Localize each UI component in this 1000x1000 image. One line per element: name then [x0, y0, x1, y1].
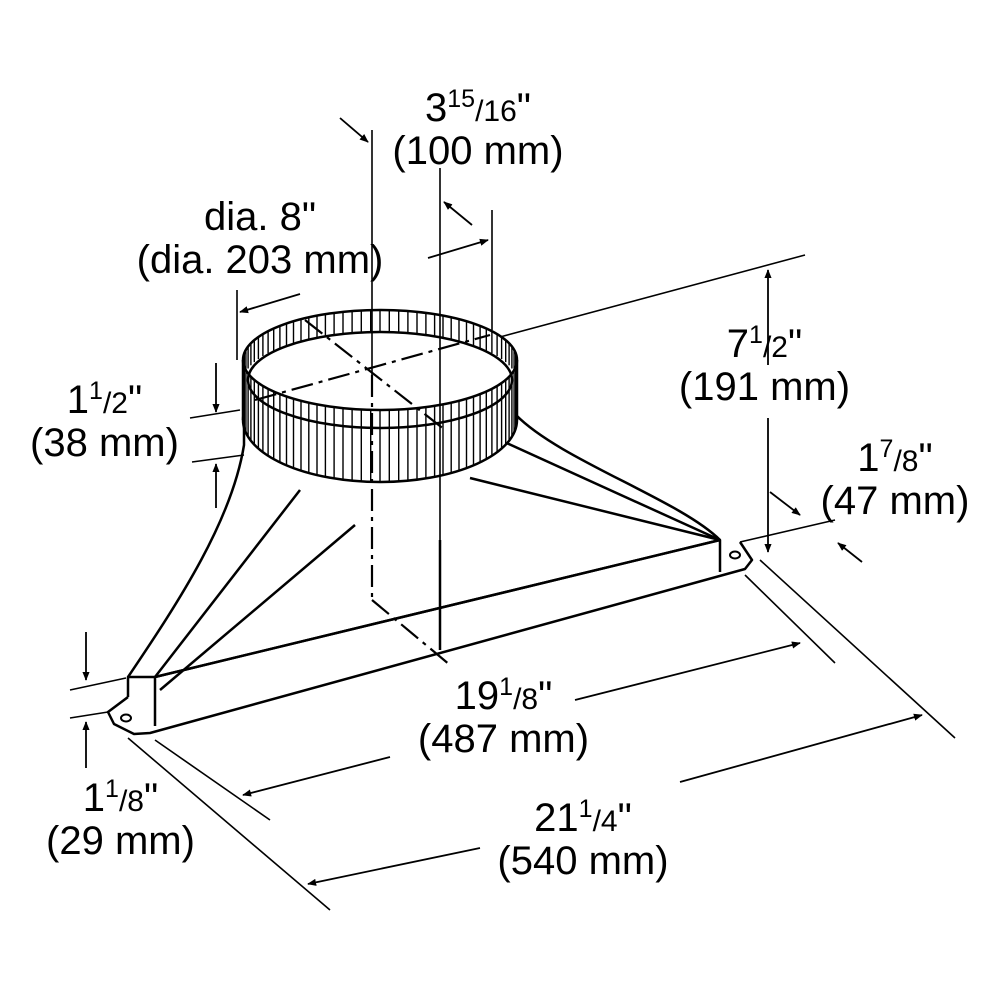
base-top-edge [154, 538, 721, 679]
dim-collar-offset: 315/16" (100 mm) [392, 85, 564, 174]
dim-inner-length: 191/8" (487 mm) [417, 673, 590, 762]
dim-overall-height: 71/2" (191 mm) [678, 321, 851, 410]
arrow-inner-right [574, 641, 801, 701]
dim-flange-height: 11/8" (29 mm) [46, 775, 195, 864]
ext-flange-top [69, 677, 127, 691]
dim-collar-height: 11/2" (38 mm) [30, 377, 179, 466]
arrow-collar-dia-right [427, 238, 489, 259]
centerline-diagonal-1 [371, 599, 451, 666]
arrow-offset-left [339, 117, 369, 143]
arrow-inner-left [242, 756, 391, 797]
dim-overall-length: 211/4" (540 mm) [497, 795, 669, 884]
ext-height-bottom [739, 519, 836, 543]
ext-inner-right [744, 574, 836, 664]
arrow-collar-dia [239, 293, 301, 314]
arrow-overall-left [307, 847, 481, 886]
collar-ribs [242, 310, 518, 482]
flange-plate [106, 541, 754, 736]
ext-overall-left [127, 737, 331, 911]
mount-hole-left [120, 713, 132, 723]
dim-collar-diameter: dia. 8" (dia. 203 mm) [136, 195, 384, 283]
ext-collar-height-top [189, 409, 241, 419]
transition-body [126, 385, 721, 678]
ext-flange-bottom [69, 711, 109, 719]
ext-collar-height-bottom [191, 454, 245, 463]
arrow-flange-width-left [769, 491, 801, 516]
dim-flange-width: 17/8" (47 mm) [820, 435, 970, 524]
arrow-offset-right [443, 201, 473, 226]
mount-hole-right [729, 550, 741, 560]
centerline-collar-1 [304, 319, 446, 431]
arrow-overall-right [679, 713, 923, 783]
transition-inner-right [438, 476, 721, 650]
ext-top-line [499, 254, 806, 338]
ext-overall-right [759, 559, 956, 739]
transition-inner-side [499, 438, 721, 542]
transition-inner-left [154, 489, 301, 678]
ext-inner-left [154, 739, 271, 821]
arrow-flange-width-right [837, 542, 863, 563]
transition-inner-mid [159, 524, 356, 691]
